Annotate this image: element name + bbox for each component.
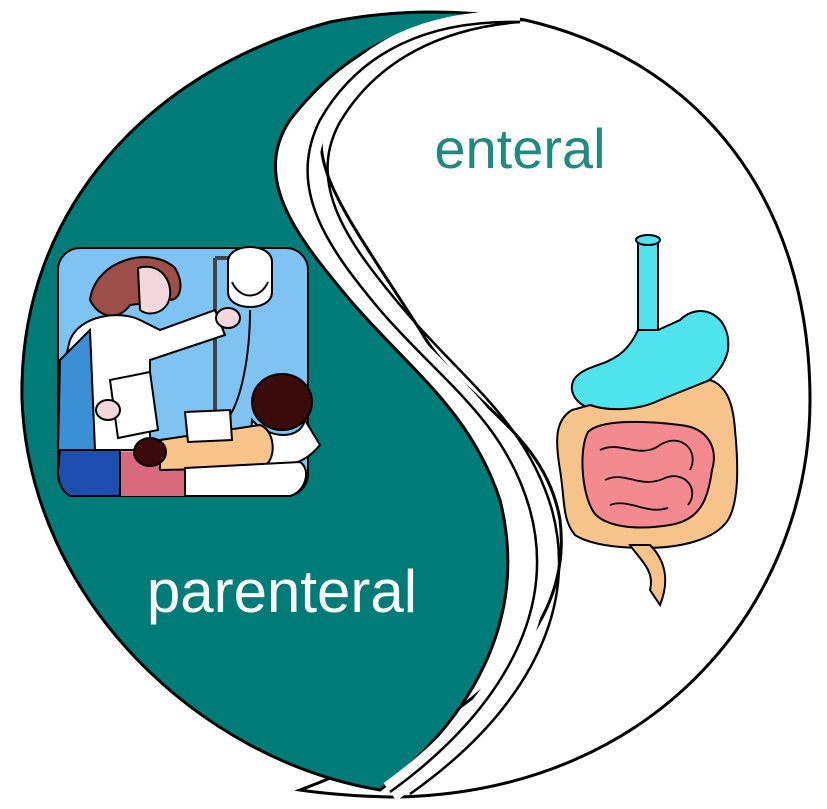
parenteral-label: parenteral [147, 558, 417, 625]
nurse-patient-iv-icon [58, 247, 320, 496]
enteral-label: enteral [434, 117, 605, 180]
